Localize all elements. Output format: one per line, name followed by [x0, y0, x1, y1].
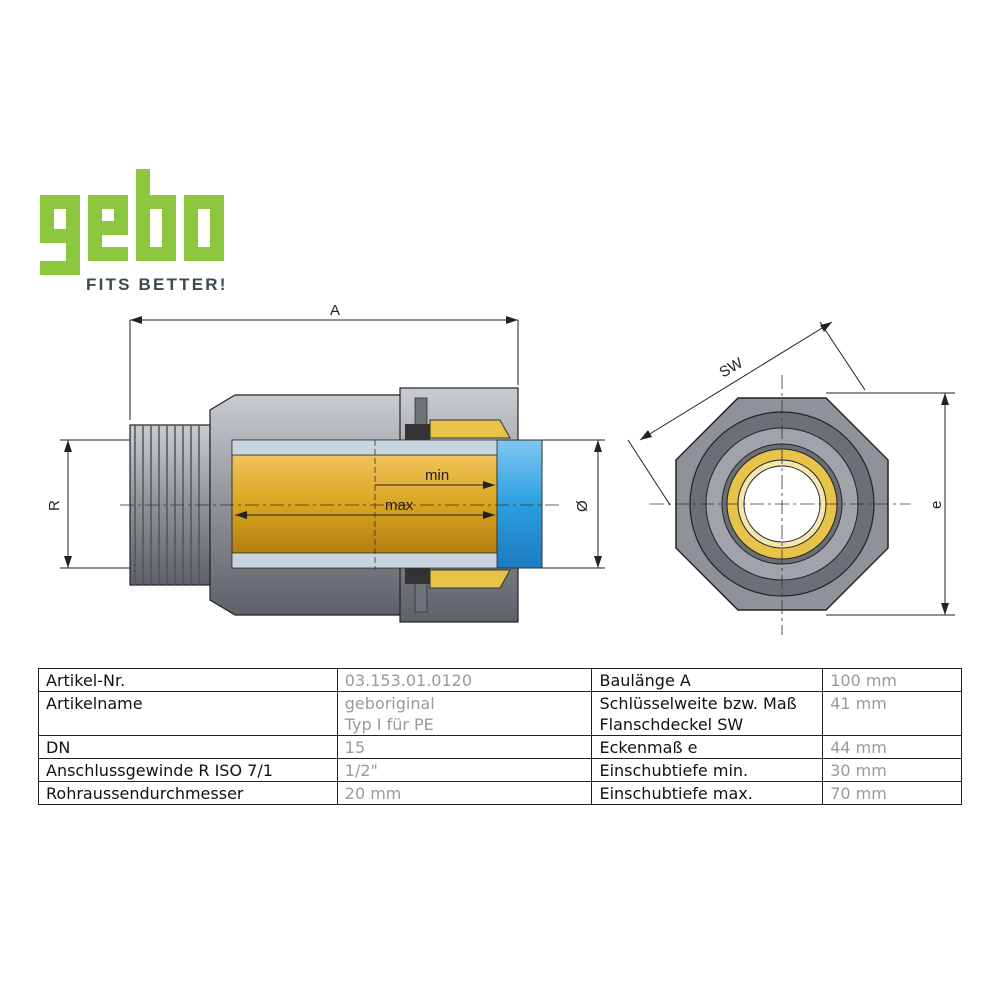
- table-cell-value: 20 mm: [336, 781, 593, 805]
- table-cell-label: DN: [38, 735, 338, 759]
- sw-label-line2: Flanschdeckel SW: [599, 715, 744, 734]
- sw-label-line1: Schlüsselweite bzw. Maß: [599, 694, 797, 713]
- front-view-dimensions: [627, 321, 955, 616]
- table-cell-label: Eckenmaß e: [591, 735, 824, 759]
- spec-table: Artikel-Nr. 03.153.01.0120 Baulänge A 10…: [38, 668, 962, 805]
- table-cell-label: Artikel-Nr.: [38, 668, 338, 692]
- table-cell-value: 41 mm: [822, 691, 962, 736]
- dim-label-max: max: [385, 497, 414, 514]
- pipe-gold-section: [231, 454, 498, 554]
- dim-label-min: min: [425, 467, 449, 484]
- table-cell-value: 30 mm: [822, 758, 962, 782]
- gebo-wordmark: [40, 169, 224, 275]
- table-cell-value: 44 mm: [822, 735, 962, 759]
- table-cell-value: 100 mm: [822, 668, 962, 692]
- fitting-side-view: [120, 387, 560, 623]
- dim-label-A: A: [330, 302, 340, 319]
- table-cell-value: geboriginal Typ I für PE: [336, 691, 593, 736]
- table-cell-label: Schlüsselweite bzw. Maß Flanschdeckel SW: [591, 691, 824, 736]
- table-cell-value: 15: [336, 735, 593, 759]
- brass-clamp-ring: [405, 419, 511, 589]
- table-row: Anschlussgewinde R ISO 7/1 1/2" Einschub…: [38, 758, 962, 782]
- table-cell-value: 70 mm: [822, 781, 962, 805]
- table-row: Rohraussendurchmesser 20 mm Einschubtief…: [38, 781, 962, 805]
- table-cell-label: Einschubtiefe max.: [591, 781, 824, 805]
- table-cell-value: 1/2": [336, 758, 593, 782]
- side-view-dimensions: [60, 316, 605, 569]
- table-cell-label: Anschlussgewinde R ISO 7/1: [38, 758, 338, 782]
- table-cell-label: Baulänge A: [591, 668, 824, 692]
- pipe-blue-section: [496, 439, 543, 569]
- table-cell-value: 03.153.01.0120: [336, 668, 593, 692]
- article-name-line2: Typ I für PE: [344, 715, 434, 734]
- table-cell-label: Einschubtiefe min.: [591, 758, 824, 782]
- dim-label-diameter: Ø: [574, 500, 591, 512]
- table-row: Artikel-Nr. 03.153.01.0120 Baulänge A 10…: [38, 668, 962, 692]
- gebo-logo: FITS BETTER!: [38, 165, 248, 295]
- dim-label-R: R: [46, 500, 63, 511]
- technical-drawing: A R min max Ø: [0, 295, 1000, 640]
- table-row: DN 15 Eckenmaß e 44 mm: [38, 735, 962, 759]
- article-name-line1: geboriginal: [344, 694, 435, 713]
- fitting-front-view: [650, 375, 910, 635]
- table-cell-label: Rohraussendurchmesser: [38, 781, 338, 805]
- dim-label-e: e: [928, 501, 945, 509]
- table-row: Artikelname geboriginal Typ I für PE Sch…: [38, 691, 962, 736]
- logo-tagline: FITS BETTER!: [86, 275, 228, 294]
- table-cell-label: Artikelname: [38, 691, 338, 736]
